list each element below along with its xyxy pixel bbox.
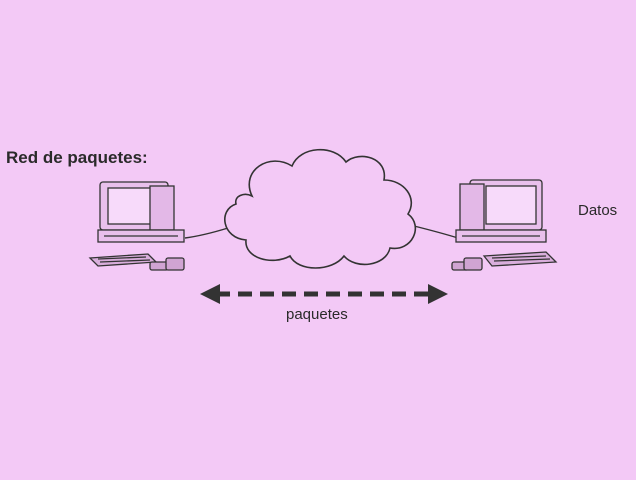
desktop-computer-icon: [88, 181, 185, 271]
packets-label: paquetes: [286, 306, 348, 323]
desktop-computer-icon: [451, 179, 558, 271]
data-label: Datos: [578, 202, 618, 219]
cloud-icon: [224, 148, 417, 269]
diagram-title: Red de paquetes:: [6, 148, 148, 167]
connection-lines: [184, 225, 459, 239]
double-arrow-icon: [200, 284, 448, 304]
left-connection-line: [184, 227, 229, 239]
right-connection-line: [413, 225, 459, 239]
